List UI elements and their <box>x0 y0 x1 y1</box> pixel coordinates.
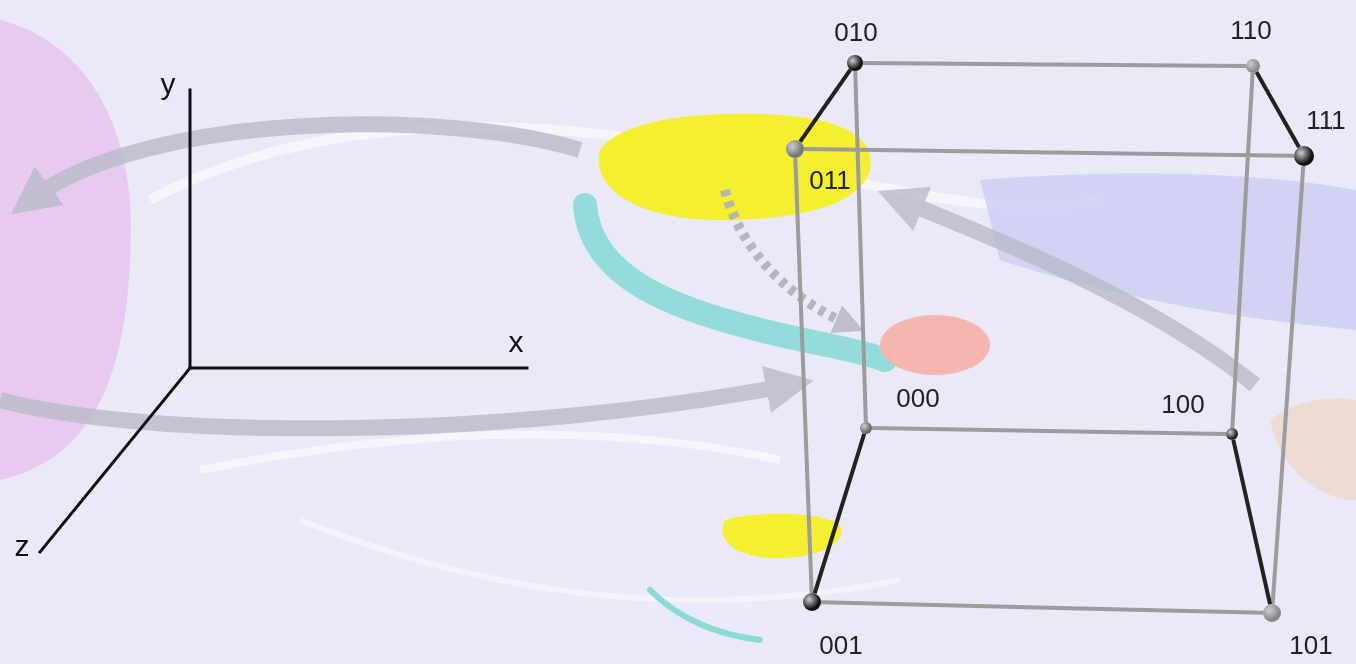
axes <box>40 90 527 552</box>
cube-vertex: 101 <box>1263 604 1281 622</box>
cube-vertex: 001 <box>803 593 821 611</box>
vertex-label: 100 <box>1161 391 1204 417</box>
pink-nucleus <box>880 315 990 375</box>
vertex-label: 111 <box>1306 107 1346 133</box>
cube-vertex: 011 <box>786 140 804 158</box>
cube-edge <box>795 158 811 593</box>
vertex-label: 011 <box>809 167 850 193</box>
cube-vertex: 110 <box>1246 59 1260 73</box>
vertex-label: 000 <box>896 385 939 411</box>
cube-edge <box>815 434 865 594</box>
axis-label: y <box>161 69 176 99</box>
vertex-label: 101 <box>1289 632 1332 658</box>
cube-edge <box>855 71 866 422</box>
cube-edge <box>872 428 1226 434</box>
cube-edge <box>800 70 850 142</box>
cube-vertex: 000 <box>860 422 872 434</box>
cube-vertex: 100 <box>1226 428 1238 440</box>
cube-edge <box>1273 166 1304 604</box>
cube-edge <box>863 63 1246 66</box>
vertex-label: 110 <box>1230 17 1271 43</box>
yellow-region-small <box>722 514 841 559</box>
cube-vertex: 010 <box>847 55 863 71</box>
cube-edge <box>1256 72 1299 147</box>
axis-label: z <box>15 531 30 561</box>
cube-edge <box>1232 73 1252 428</box>
vertex-label: 010 <box>834 19 877 45</box>
cube-edge <box>1233 440 1270 604</box>
cube-edge <box>804 149 1294 156</box>
cube-edge <box>821 602 1263 613</box>
axis-label: x <box>509 327 524 357</box>
cube-vertex: 111 <box>1294 146 1314 166</box>
vertex-label: 001 <box>819 632 862 658</box>
cyan-wisp <box>650 590 760 640</box>
yellow-region <box>599 114 871 220</box>
